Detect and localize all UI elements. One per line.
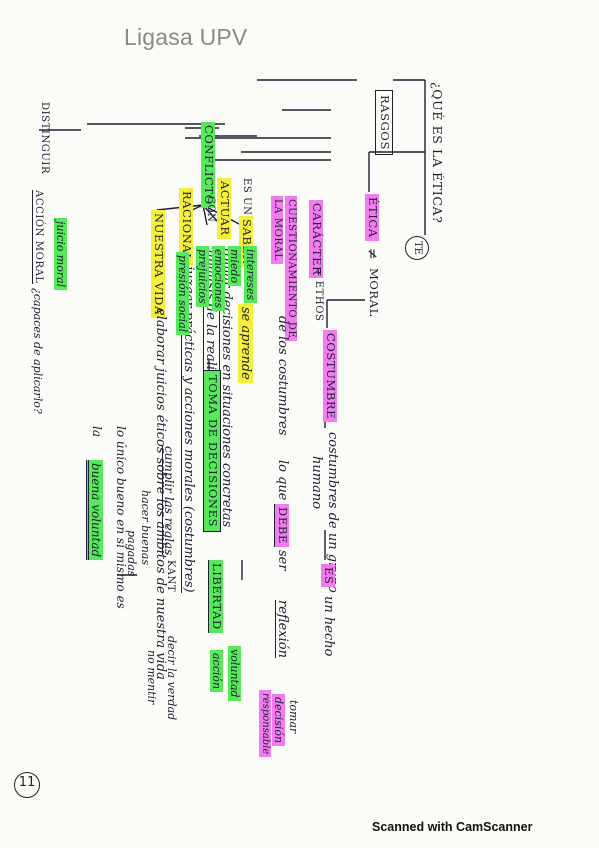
lo-que-text: lo que	[275, 460, 290, 501]
voluntad-text: voluntad	[228, 646, 241, 701]
se-aprende-text: se aprende	[238, 304, 253, 383]
cumplir-reglas-text: cumplir las reglas	[162, 446, 176, 556]
toma-de-decisiones-box: TOMA DE DECISIONES	[203, 370, 221, 533]
con-label: CON	[205, 196, 216, 223]
de-los-costumbres-text: de los costumbres	[275, 316, 290, 436]
un-hecho-text: un hecho	[321, 596, 336, 657]
actuar-label: ACTUAR	[217, 178, 232, 239]
distinguir-label: DISTINGUIR	[39, 102, 50, 175]
ser-text: ser	[275, 550, 290, 571]
connector-lines	[39, 79, 426, 580]
reflexion-text: reflexión	[275, 600, 290, 658]
hacer-buenas-text: hacer buenas	[139, 490, 152, 565]
emociones-text: emociones	[212, 246, 225, 312]
capaces-text: ¿capaces de aplicarlo?	[31, 288, 44, 414]
es-label: ES	[321, 564, 336, 588]
debe-label: DEBE	[274, 504, 290, 547]
conflicto-label: CONFLICTO	[201, 122, 216, 208]
lo-unico-text: lo único bueno en sí mismo es	[114, 426, 128, 609]
es-un-label: ES UN	[241, 178, 252, 216]
intereses-text: intereses	[244, 246, 257, 304]
page-number-badge: 11	[14, 772, 40, 798]
scanner-footer: Scanned with CamScanner	[372, 820, 533, 834]
la-text: la	[90, 426, 104, 437]
decision-text: decisión	[272, 694, 285, 747]
humano-text: humano	[309, 456, 324, 510]
tomar-text: tomar	[287, 700, 300, 734]
ethos-label: = ETHOS	[313, 268, 324, 322]
buena-voluntad-text: buena voluntad	[86, 460, 103, 561]
kant-label: KANT	[165, 560, 176, 593]
map-title: ¿QUÉ ES LA ÉTICA?	[430, 82, 445, 224]
no-mentir-text: no mentir	[145, 650, 158, 705]
juicio-moral-text: juicio moral	[54, 218, 67, 291]
moral-label: MORAL	[367, 268, 381, 317]
decir-verdad-text: decir la verdad	[165, 636, 178, 721]
brand-watermark: Ligasa UPV	[124, 24, 248, 50]
libertad-label: LIBERTAD	[208, 560, 224, 633]
etica-label: ÉTICA	[365, 194, 380, 241]
te-badge: TE	[405, 236, 429, 260]
accion-text: acción	[210, 650, 223, 693]
accion-moral-label: ACCIÓN MORAL	[32, 190, 44, 284]
miedo-text: miedo	[228, 246, 241, 287]
caracter-label: CARÁCTER	[309, 200, 324, 279]
prejuicios-text: prejuicios	[196, 246, 209, 307]
page-number: 11	[18, 775, 36, 790]
rasgos-box: RASGOS	[375, 90, 393, 155]
responsable-text: responsable	[259, 690, 271, 758]
costumbre-label: COSTUMBRE	[323, 330, 338, 423]
presion-social-text: presión social	[176, 252, 189, 336]
concept-map: ¿QUÉ ES LA ÉTICA? ÉTICA ≠ MORAL TE COSTU…	[7, 60, 447, 766]
nuestra-vida-label: NUESTRA VIDA	[151, 210, 166, 318]
neq-sign: ≠	[364, 248, 380, 261]
cuestionamiento-line-2: LA MORAL	[271, 196, 283, 264]
